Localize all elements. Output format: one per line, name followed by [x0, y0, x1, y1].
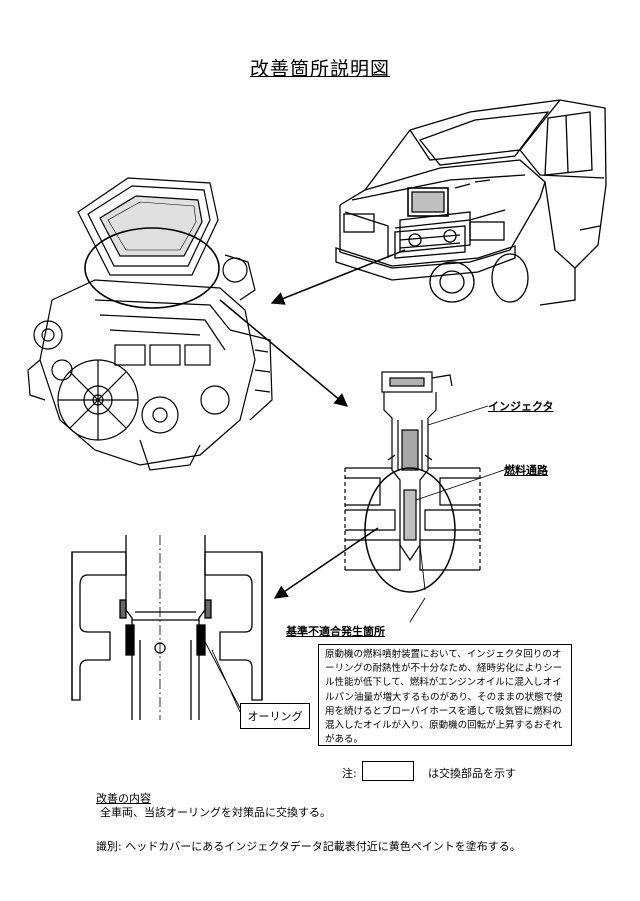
- identification-text: 識別: ヘッドカバーにあるインジェクタデータ記載表付近に黄色ペイントを塗布する。: [96, 840, 521, 853]
- legend-text: は交換部品を示す: [428, 767, 516, 780]
- oring-label: オーリング: [247, 710, 303, 723]
- improvement-heading: 改善の内容: [96, 792, 151, 805]
- legend-swatch: [362, 761, 414, 781]
- oring-section-drawing: [71, 535, 263, 720]
- injector-label: インジェクタ: [488, 400, 554, 413]
- fuel-passage-label: 燃料通路: [504, 464, 548, 477]
- description-box: 原動機の燃料噴射装置において、インジェクタ回りのオーリングの耐熱性が不十分なため…: [318, 644, 572, 746]
- vehicle-drawing: [335, 99, 607, 306]
- engine-drawing: [27, 177, 273, 471]
- nonconforming-location-label: 基準不適合発生箇所: [286, 625, 385, 638]
- legend-prefix: 注:: [342, 767, 357, 780]
- injector-section-drawing: [344, 371, 505, 623]
- page-title: 改善箇所説明図: [249, 58, 390, 80]
- pointer-arrows: [219, 249, 406, 599]
- improvement-text: 全車両、当該オーリングを対策品に交換する。: [100, 806, 331, 819]
- oring-label-box: オーリング: [240, 703, 310, 729]
